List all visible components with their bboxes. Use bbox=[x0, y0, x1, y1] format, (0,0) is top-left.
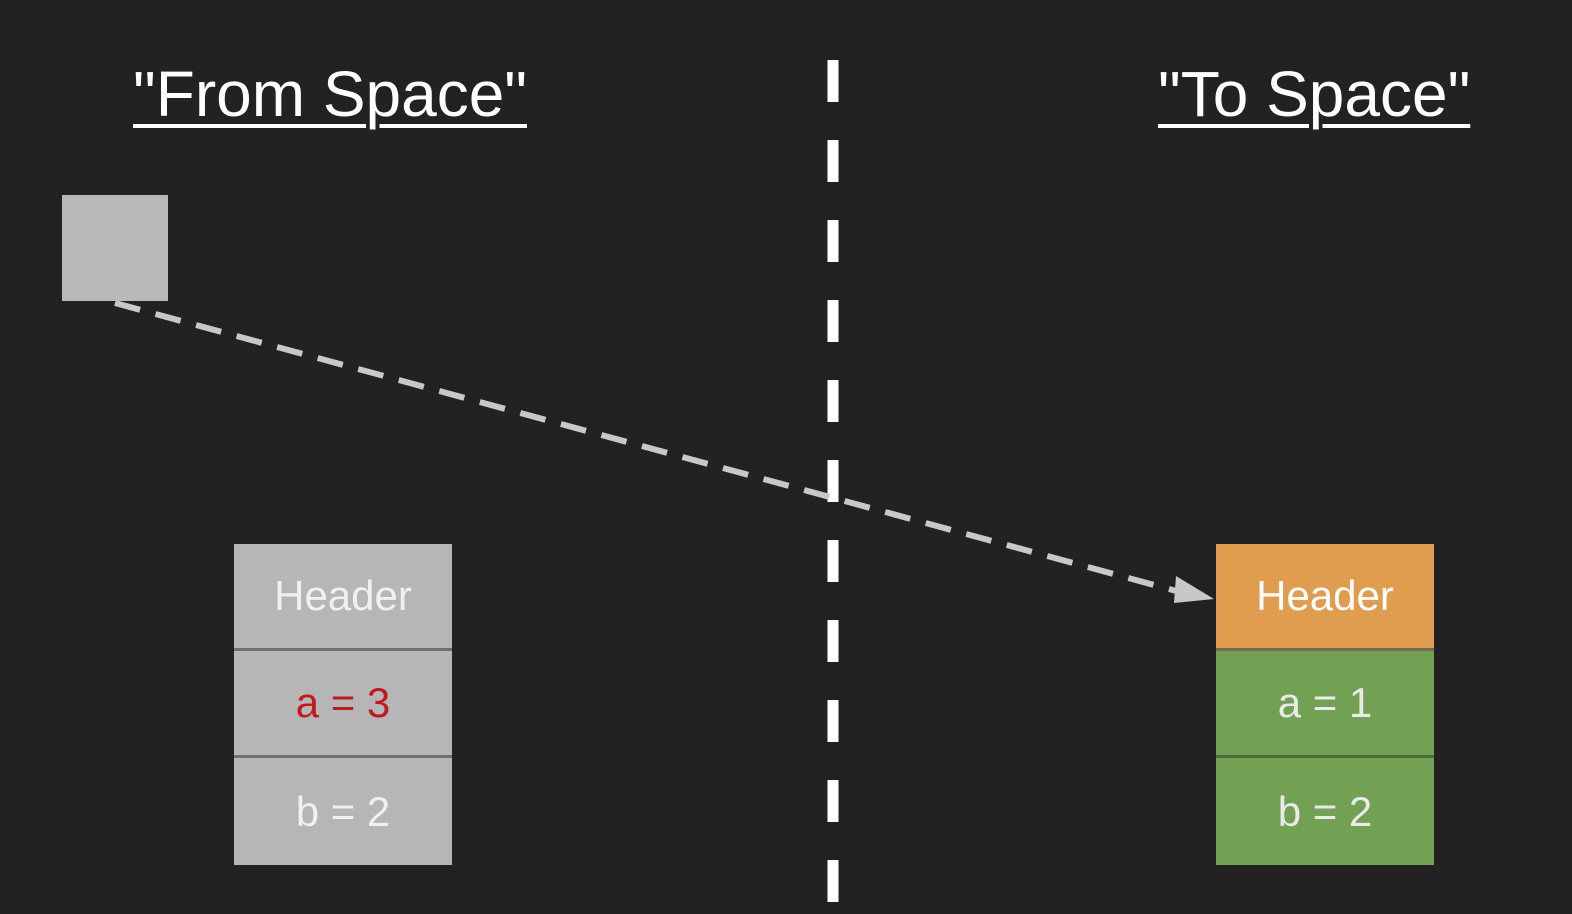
root-pointer-box bbox=[62, 195, 168, 301]
from-field-b: b = 2 bbox=[234, 758, 452, 865]
from-field-a: a = 3 bbox=[234, 651, 452, 758]
to-header-cell: Header bbox=[1216, 544, 1434, 651]
to-space-object: Header a = 1 b = 2 bbox=[1216, 544, 1434, 865]
to-field-a: a = 1 bbox=[1216, 651, 1434, 758]
from-space-object: Header a = 3 b = 2 bbox=[234, 544, 452, 865]
to-space-title: "To Space" bbox=[1158, 58, 1471, 130]
forwarding-pointer-arrow bbox=[114, 300, 1181, 595]
to-field-b: b = 2 bbox=[1216, 758, 1434, 865]
arrow-head-icon bbox=[1174, 576, 1214, 603]
from-space-title: "From Space" bbox=[133, 58, 527, 130]
from-header-cell: Header bbox=[234, 544, 452, 651]
